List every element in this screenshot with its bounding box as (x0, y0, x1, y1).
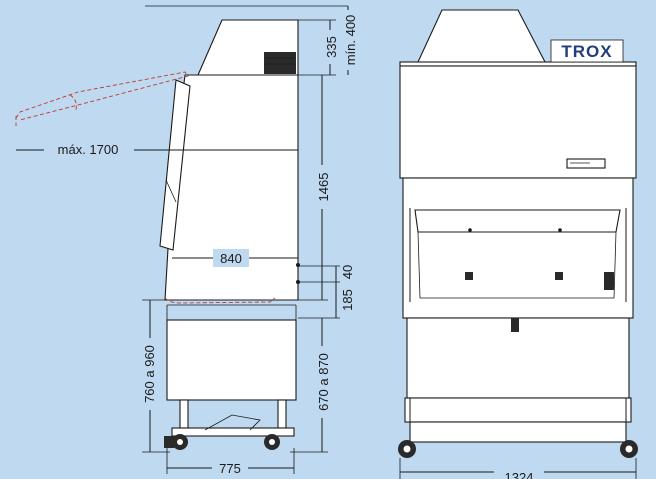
dim-max-reach: máx. 1700 (58, 142, 119, 157)
front-outlet-left (465, 272, 473, 280)
trox-logo-text: TROX (561, 42, 612, 61)
front-stand-frame (404, 397, 632, 423)
front-work-opening (402, 177, 634, 319)
dim-min-clearance: mín. 400 (343, 15, 358, 66)
front-outlet-right (555, 272, 563, 280)
side-base-frame (171, 427, 295, 437)
front-display-panel (566, 158, 606, 169)
dim-cabinet-height: 1465 (316, 173, 331, 202)
dim-leg-height: 670 a 870 (316, 353, 331, 411)
side-sash (159, 79, 191, 251)
front-lock (511, 318, 519, 332)
front-view: TROX 1324 (398, 9, 638, 479)
dim-stand-height: 760 a 960 (142, 345, 157, 403)
dim-work-height-step: 185 (340, 289, 355, 311)
dim-base-width: 775 (219, 461, 241, 476)
dim-small-gap: 40 (340, 265, 355, 279)
side-leg-rear (277, 399, 287, 429)
dim-depth: 840 (220, 251, 242, 266)
trox-logo (550, 39, 624, 63)
side-lower-cabinet (166, 319, 297, 401)
front-valves (604, 272, 614, 290)
side-leg-front (179, 399, 189, 429)
tray-open-position (164, 297, 276, 304)
dim-front-width: 1324 (505, 470, 534, 479)
dim-hood-height: 335 (324, 36, 339, 58)
sash-open-position (15, 71, 189, 121)
side-fan-unit (264, 52, 296, 74)
front-sash-glass (414, 209, 621, 233)
front-hood (417, 9, 546, 63)
side-view: máx. 1700 335 mín. 400 1465 840 40 185 7… (15, 5, 360, 477)
